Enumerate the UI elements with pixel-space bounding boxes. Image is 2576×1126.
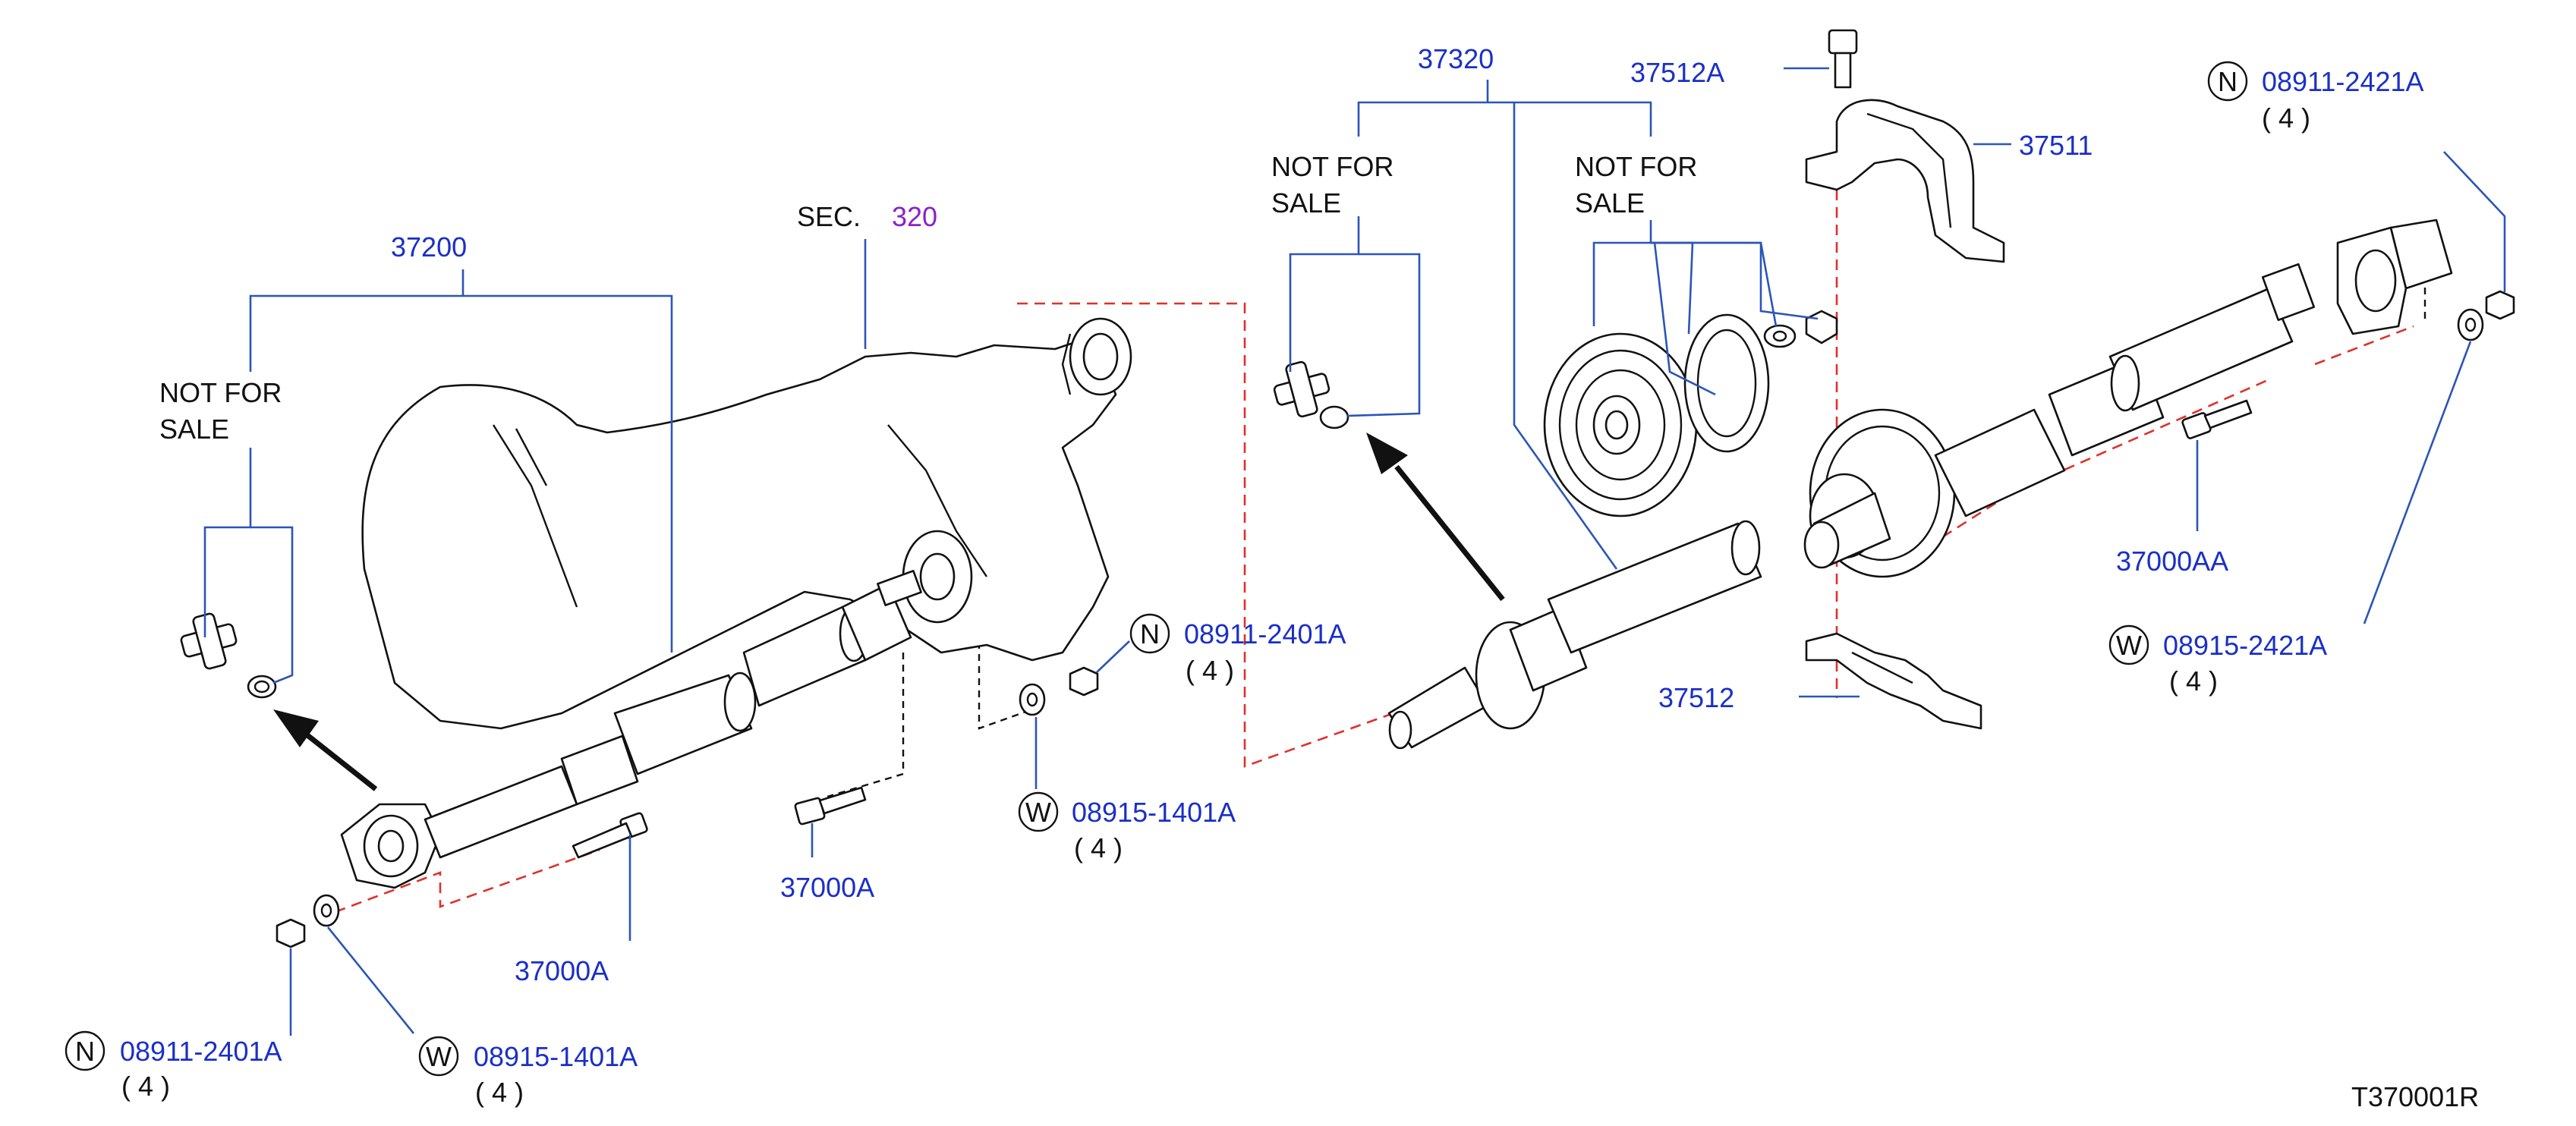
washer-mid-letter: W — [1025, 797, 1051, 828]
nut-left-symbol: N — [65, 1030, 105, 1071]
not-for-sale-right-line1: NOT FOR — [1575, 151, 1697, 182]
washer-left-quantity: ( 4 ) — [475, 1077, 524, 1108]
nut-right-letter: N — [2218, 66, 2237, 97]
sec-label-number: 320 — [892, 201, 937, 232]
spider-mid — [1273, 360, 1349, 429]
nut-mid — [1069, 666, 1099, 697]
washer-left-symbol: W — [418, 1036, 459, 1077]
nut-mid-quantity: ( 4 ) — [1186, 655, 1234, 686]
bolt-37000A-mid — [794, 786, 867, 826]
bolt-37512A — [1828, 29, 1858, 89]
rear-propeller-shaft — [1387, 520, 1762, 750]
label-37000A-left: 37000A — [515, 955, 609, 986]
support-bracket-upper — [1805, 99, 2005, 263]
washer-mid-quantity: ( 4 ) — [1074, 832, 1123, 863]
nut-mid-letter: N — [1140, 618, 1160, 649]
washer-mid-part-number: 08915-1401A — [1072, 797, 1236, 828]
washer-mid-symbol: W — [1018, 791, 1059, 832]
nut-left — [276, 918, 306, 948]
washer-left-letter: W — [426, 1041, 452, 1072]
bolt-37000AA — [2181, 399, 2253, 439]
washer-left — [313, 894, 340, 927]
not-for-sale-left-line1: NOT FOR — [159, 377, 282, 408]
not-for-sale-left-line2: SALE — [159, 414, 229, 445]
nut-left-part-number: 08911-2401A — [120, 1036, 282, 1067]
washer-mid — [1019, 683, 1046, 716]
front-propeller-shaft — [340, 530, 973, 889]
center-bearing-insulator — [1543, 310, 1838, 517]
nut-right-part-number: 08911-2421A — [2262, 66, 2424, 97]
nut-mid-symbol: N — [1129, 613, 1170, 654]
bolt-37000A-left — [572, 812, 648, 859]
leader-lines — [203, 67, 2506, 1036]
not-for-sale-mid-line2: SALE — [1271, 187, 1341, 219]
washer-right-part-number: 08915-2421A — [2163, 630, 2327, 661]
transmission-housing — [361, 317, 1132, 730]
arrow-mid — [1366, 432, 1505, 602]
center-shaft-assembly — [1803, 219, 2453, 578]
not-for-sale-right-line2: SALE — [1575, 187, 1645, 219]
label-37512A: 37512A — [1630, 57, 1724, 88]
label-37000AA: 37000AA — [2116, 546, 2228, 577]
label-37000A-mid: 37000A — [780, 872, 874, 903]
label-37512: 37512 — [1658, 682, 1734, 713]
nut-mid-part-number: 08911-2401A — [1184, 618, 1346, 649]
label-37511: 37511 — [2019, 130, 2093, 161]
arrow-left — [273, 709, 378, 791]
sec-label-text: SEC. — [797, 201, 861, 232]
figure-code: T370001R — [2351, 1081, 2479, 1112]
spider-left — [180, 612, 277, 699]
label-37200: 37200 — [391, 231, 467, 263]
nut-left-letter: N — [75, 1036, 95, 1067]
not-for-sale-mid-line1: NOT FOR — [1271, 151, 1393, 182]
nut-right — [2485, 290, 2515, 320]
nut-right-symbol: N — [2207, 61, 2248, 102]
washer-right-letter: W — [2116, 630, 2142, 661]
washer-right-quantity: ( 4 ) — [2169, 665, 2218, 697]
washer-right — [2457, 308, 2484, 341]
washer-left-part-number: 08915-1401A — [474, 1041, 638, 1072]
label-37320: 37320 — [1418, 43, 1494, 74]
nut-left-quantity: ( 4 ) — [121, 1071, 170, 1102]
nut-right-quantity: ( 4 ) — [2262, 102, 2310, 134]
support-bracket-lower — [1805, 632, 1982, 730]
washer-right-symbol: W — [2108, 624, 2149, 665]
